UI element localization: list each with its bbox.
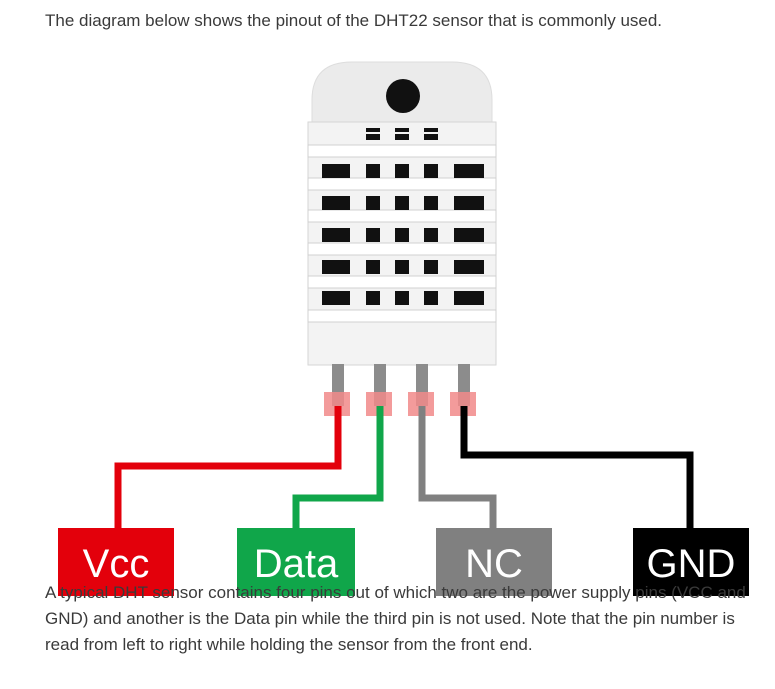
pin-box-data (237, 528, 355, 596)
sensor-pin-legs (332, 364, 470, 406)
pin-label-data-text: Data (254, 542, 339, 586)
gnd-wire (460, 406, 694, 530)
pin-box-nc (436, 528, 552, 596)
description-paragraph: A typical DHT sensor contains four pins … (45, 583, 746, 654)
pin-box-vcc (58, 528, 174, 596)
mounting-hole (386, 79, 420, 113)
nc-wire (418, 406, 497, 530)
pin-label-data: Data (237, 528, 355, 596)
pin-label-vcc: Vcc (58, 528, 174, 596)
vcc-wire (114, 406, 342, 530)
data-wire (292, 406, 384, 530)
pin-label-nc-text: NC (465, 542, 523, 586)
pin-label-vcc-text: Vcc (83, 542, 150, 586)
pin-label-nc: NC (436, 528, 552, 596)
pin-label-gnd-text: GND (647, 542, 736, 586)
dht22-sensor-body (307, 61, 497, 366)
solder-joints (324, 392, 476, 416)
intro-paragraph: The diagram below shows the pinout of th… (45, 11, 663, 30)
pin-box-gnd (633, 528, 749, 596)
pin-label-gnd: GND (633, 528, 749, 596)
